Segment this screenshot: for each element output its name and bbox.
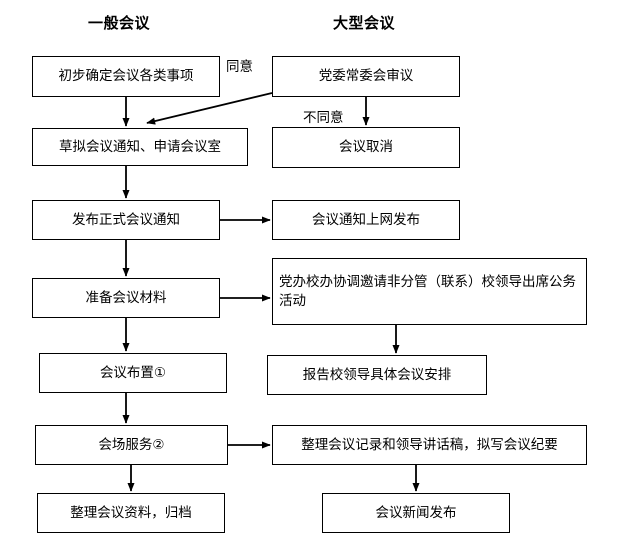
node-label: 草拟会议通知、申请会议室 [59, 138, 221, 155]
process-node-invite-school-leaders[interactable]: 党办校办协调邀请非分管（联系）校领导出席公务活动 [272, 258, 587, 325]
edge-n2-to-n3-diagonal [146, 92, 273, 125]
process-node-publish-notice-online[interactable]: 会议通知上网发布 [272, 200, 460, 240]
node-label: 会议新闻发布 [375, 504, 457, 521]
process-node-issue-formal-notice[interactable]: 发布正式会议通知 [32, 200, 220, 240]
node-label: 准备会议材料 [85, 289, 167, 306]
process-node-meeting-cancelled[interactable]: 会议取消 [272, 127, 460, 168]
process-node-prepare-materials[interactable]: 准备会议材料 [32, 278, 220, 318]
node-label: 整理会议记录和领导讲话稿，拟写会议纪要 [301, 436, 558, 453]
process-node-draft-notice-apply-room[interactable]: 草拟会议通知、申请会议室 [32, 128, 248, 166]
column-heading-general: 一般会议 [88, 14, 151, 32]
node-label: 会议取消 [339, 139, 393, 155]
process-node-compile-minutes[interactable]: 整理会议记录和领导讲话稿，拟写会议纪要 [272, 425, 587, 465]
node-label: 会议通知上网发布 [312, 211, 420, 228]
node-label: 会场服务② [98, 436, 165, 453]
process-node-report-arrangements[interactable]: 报告校领导具体会议安排 [267, 355, 487, 395]
process-node-archive-materials[interactable]: 整理会议资料，归档 [37, 493, 225, 533]
node-label: 党办校办协调邀请非分管（联系）校领导出席公务活动 [279, 273, 576, 309]
process-node-venue-service[interactable]: 会场服务② [35, 425, 228, 465]
process-node-meeting-setup[interactable]: 会议布置① [39, 353, 227, 393]
process-node-publish-news[interactable]: 会议新闻发布 [322, 493, 510, 533]
node-label: 发布正式会议通知 [72, 211, 180, 228]
node-label: 党委常委会审议 [318, 68, 414, 84]
node-label: 会议布置① [99, 364, 167, 381]
edge-label-agree: 同意 [226, 59, 253, 75]
edge-label-disagree: 不同意 [303, 110, 344, 126]
process-node-party-committee-review[interactable]: 党委常委会审议 [272, 56, 460, 97]
node-label: 初步确定会议各类事项 [58, 68, 194, 84]
column-heading-large: 大型会议 [333, 14, 396, 32]
node-label: 整理会议资料，归档 [70, 504, 192, 521]
process-node-preliminary-meeting-items[interactable]: 初步确定会议各类事项 [32, 56, 220, 97]
node-label: 报告校领导具体会议安排 [302, 366, 452, 383]
